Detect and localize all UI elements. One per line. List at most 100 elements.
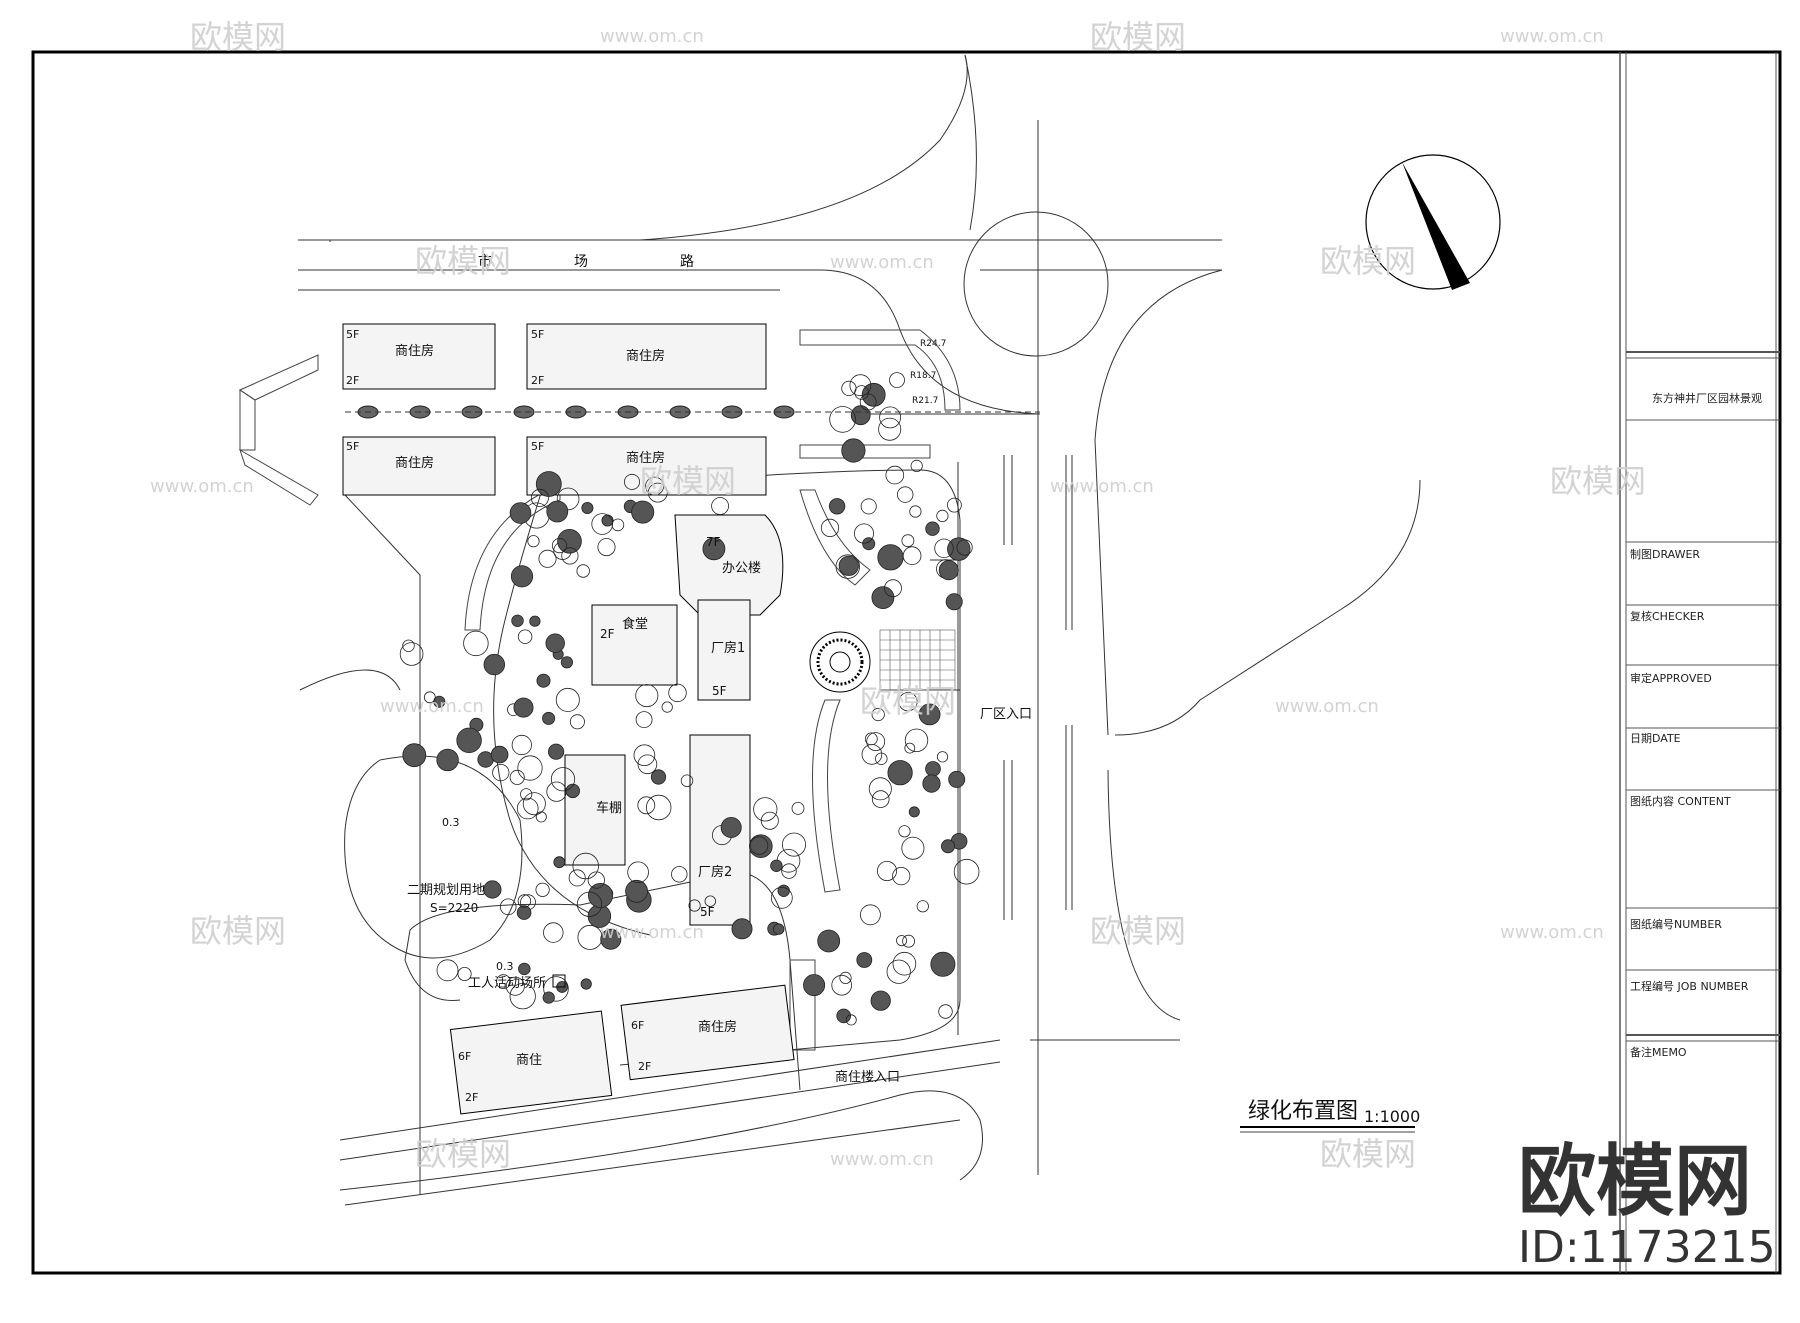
- tree-symbol: [817, 929, 841, 953]
- label-res-top-right: 商住房: [626, 348, 665, 364]
- building-res-top-left: [342, 323, 496, 390]
- tree-symbol: [835, 554, 861, 579]
- tree-symbol: [948, 770, 966, 788]
- radius-label-3: R21.7: [912, 396, 938, 406]
- tree-symbol: [773, 405, 795, 419]
- tree-symbol: [820, 518, 840, 538]
- road-label-market-1: 市: [478, 253, 492, 270]
- tree-symbol: [518, 962, 531, 976]
- tree-symbol: [938, 1004, 953, 1019]
- sheet-border: [31, 50, 1782, 1275]
- tree-symbol: [731, 918, 753, 940]
- label-factory-entrance: 厂区入口: [980, 707, 1032, 722]
- tree-symbol: [530, 488, 549, 507]
- tree-symbol: [516, 797, 539, 820]
- tree-symbol: [436, 748, 459, 772]
- tree-symbol: [941, 839, 956, 854]
- tree-symbol: [576, 891, 603, 917]
- tree-symbol: [402, 743, 427, 768]
- tree-symbol: [845, 1014, 857, 1026]
- tb-drawer: 制图DRAWER: [1630, 548, 1700, 561]
- tree-symbol: [956, 539, 973, 556]
- tree-symbol: [886, 959, 911, 984]
- tree-symbol: [517, 755, 543, 781]
- tree-symbol: [668, 683, 687, 703]
- tree-symbol: [711, 497, 729, 515]
- paved-plaza: [879, 629, 956, 691]
- watermark-url-7: www.om.cn: [1275, 696, 1379, 717]
- tree-symbol: [868, 777, 892, 801]
- tree-symbol: [864, 732, 878, 746]
- tree-symbol: [402, 639, 415, 653]
- tb-approved: 审定APPROVED: [1630, 671, 1712, 685]
- tree-symbol: [908, 806, 920, 818]
- tree-symbol: [871, 707, 885, 722]
- tree-symbol: [463, 630, 489, 657]
- tree-symbol: [918, 703, 941, 726]
- watermark-brand-7: 欧模网: [860, 682, 956, 720]
- tree-symbol: [866, 732, 886, 751]
- tree-symbol: [862, 537, 876, 551]
- tree-symbol: [627, 861, 649, 884]
- tree-symbol: [901, 534, 915, 548]
- label-factory1: 厂房1: [711, 640, 745, 656]
- tree-symbol: [892, 866, 911, 886]
- building-res-mid-left: [342, 436, 496, 496]
- watermark-brand-9: 欧模网: [1090, 912, 1186, 950]
- tree-symbol: [555, 687, 580, 712]
- tree-symbol: [947, 497, 962, 513]
- tree-symbol: [898, 692, 918, 712]
- tree-symbol: [600, 928, 622, 950]
- tree-symbol: [831, 974, 852, 996]
- tree-symbol: [749, 836, 769, 855]
- tree-symbol: [860, 904, 881, 926]
- watermark-url-1: www.om.cn: [600, 26, 704, 47]
- watermark-url-2: www.om.cn: [1500, 26, 1604, 47]
- tree-symbol: [910, 459, 923, 472]
- tree-symbol: [861, 744, 883, 765]
- watermark-brand-10: 欧模网: [415, 1135, 511, 1173]
- tree-symbol: [516, 905, 532, 920]
- building-shed: [564, 754, 626, 866]
- tree-symbol: [680, 774, 694, 787]
- tb-job-number: 工程编号 JOB NUMBER: [1630, 979, 1749, 993]
- floor-canteen: 2F: [600, 627, 615, 641]
- tree-symbol: [517, 894, 532, 908]
- tree-symbol: [543, 976, 569, 1002]
- label-residential-entrance: 商住楼入口: [835, 1070, 900, 1085]
- fountain-feature: [809, 631, 871, 693]
- tree-symbol: [877, 544, 904, 571]
- north-arrow-icon: [1365, 154, 1501, 290]
- watermark-brand-5: 欧模网: [640, 462, 736, 500]
- tree-symbol: [878, 417, 902, 441]
- tree-symbol: [601, 514, 614, 527]
- watermarks: 欧模网 www.om.cn 欧模网 www.om.cn 欧模网 www.om.c…: [150, 18, 1646, 1173]
- tree-symbol: [556, 487, 580, 511]
- tree-symbol: [936, 509, 949, 523]
- tree-symbol: [535, 811, 547, 823]
- tree-symbol: [871, 790, 890, 808]
- tree-symbol: [483, 653, 506, 676]
- tree-symbol: [577, 924, 603, 950]
- tree-symbol: [542, 991, 555, 1004]
- tree-symbol: [551, 537, 568, 554]
- building-footprints: [342, 323, 795, 1115]
- brand-logo-text: 欧模网: [1518, 1137, 1752, 1227]
- tree-symbol: [517, 629, 533, 644]
- tree-symbol: [688, 899, 701, 912]
- road-centerline-dashes: [1003, 455, 1073, 920]
- floor-office: 7F: [706, 535, 721, 549]
- floor-res-top-right-bottom: 2F: [531, 374, 544, 387]
- tree-symbol: [904, 728, 929, 753]
- tree-symbol: [887, 760, 913, 786]
- tree-symbol: [509, 769, 525, 785]
- tree-symbol: [953, 858, 980, 885]
- label-res-bottom-right: 商住房: [698, 1019, 737, 1035]
- label-res-top-left: 商住房: [395, 343, 434, 359]
- tree-symbol: [877, 861, 898, 882]
- building-res-mid-right: [526, 436, 767, 496]
- tree-symbol: [702, 537, 726, 561]
- tree-symbol: [499, 898, 517, 916]
- tree-symbol: [839, 971, 852, 985]
